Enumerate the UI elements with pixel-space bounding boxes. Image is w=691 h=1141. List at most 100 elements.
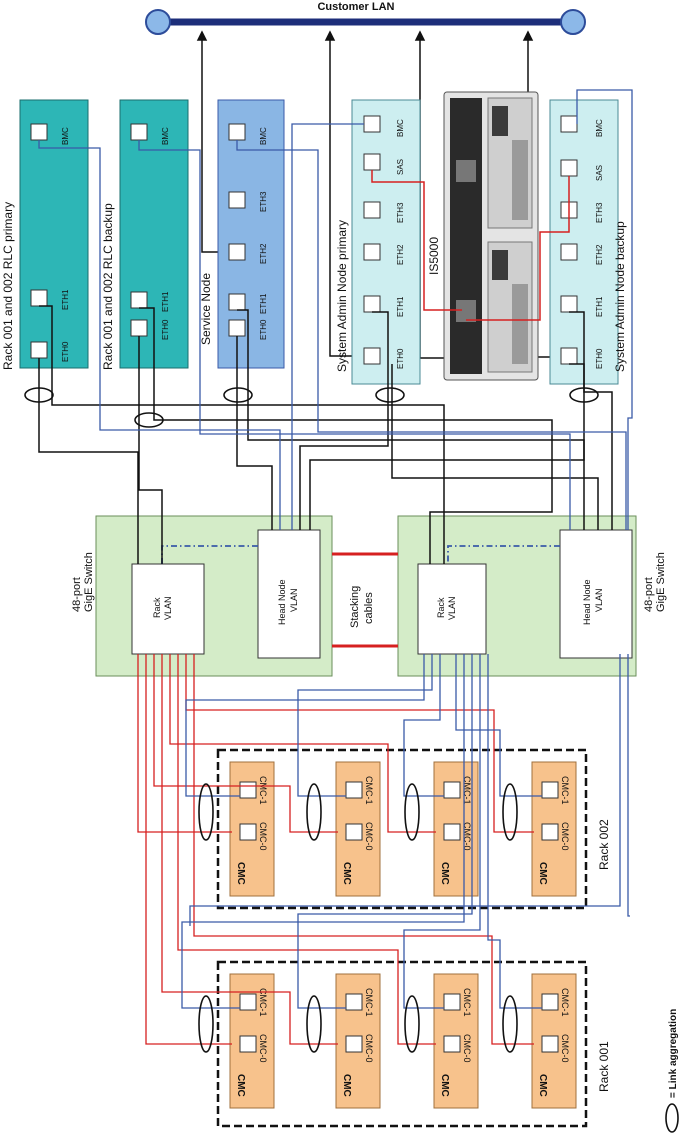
port-eth3 [364, 202, 380, 218]
cmc-1-label: CMC-1 [258, 776, 268, 805]
port-sas [561, 160, 577, 176]
vlan-label: Rack [436, 597, 446, 618]
port-label: ETH1 [61, 289, 70, 310]
port-eth0 [561, 348, 577, 364]
node-title: Rack 001 and 002 RLC backup [101, 203, 115, 370]
cmc-0-port [346, 1036, 362, 1052]
port-label: ETH0 [259, 319, 268, 340]
cmc-unit: CMC-1CMC-0CMC [532, 762, 576, 896]
cmc-unit: CMC-1CMC-0CMC [336, 762, 380, 896]
node-rlc-primary: Rack 001 and 002 RLC primary BMC ETH1 ET… [1, 100, 88, 370]
cmc-1-label: CMC-1 [364, 776, 374, 805]
customer-lan: Customer LAN [146, 1, 585, 34]
vlan-label: VLAN [594, 588, 604, 612]
cmc-label: CMC [537, 1074, 548, 1097]
cmc-0-label: CMC-0 [560, 822, 570, 851]
cmc-1-label: CMC-1 [560, 776, 570, 805]
port-eth2 [561, 244, 577, 260]
cmc-0-port [444, 824, 460, 840]
vlan-label: Rack [152, 597, 162, 618]
vlan-label: VLAN [289, 588, 299, 612]
port-label: ETH2 [396, 244, 405, 265]
port-label: ETH0 [161, 319, 170, 340]
vlan-label: Head Node [277, 579, 287, 625]
cmc-layer: CMC-1CMC-0CMCCMC-1CMC-0CMCCMC-1CMC-0CMCC… [230, 762, 576, 1108]
port-sas [364, 154, 380, 170]
stacking-cables: Stacking cables [332, 554, 398, 646]
cmc-0-port [346, 824, 362, 840]
cmc-unit: CMC-1CMC-0CMC [230, 762, 274, 896]
switch-title: GigE Switch [655, 552, 667, 612]
port-label: BMC [396, 119, 405, 137]
cmc-1-port [542, 782, 558, 798]
cmc-0-port [542, 824, 558, 840]
vlan-label: Head Node [582, 579, 592, 625]
port-label: ETH2 [595, 244, 604, 265]
cmc-1-port [444, 782, 460, 798]
port-eth0 [31, 342, 47, 358]
cmc-0-label: CMC-0 [560, 1034, 570, 1063]
port-eth3 [229, 192, 245, 208]
port-label: ETH1 [259, 293, 268, 314]
cmc-1-port [346, 782, 362, 798]
storage-is5000: IS5000 [427, 92, 538, 380]
node-title: Service Node [199, 273, 213, 345]
vlan-label: VLAN [163, 596, 173, 620]
lan-end-left [146, 10, 170, 34]
cmc-label: CMC [341, 1074, 352, 1097]
cmc-1-port [542, 994, 558, 1010]
switch-title: 48-port [71, 577, 83, 612]
node-title: System Admin Node backup [613, 221, 627, 372]
port-eth2 [229, 244, 245, 260]
lan-end-right [561, 10, 585, 34]
node-title: System Admin Node primary [335, 220, 349, 372]
port-bmc [229, 124, 245, 140]
port-label: ETH0 [396, 348, 405, 369]
cmc-0-label: CMC-0 [258, 1034, 268, 1063]
cmc-label: CMC [341, 862, 352, 885]
node-title: Rack 001 and 002 RLC primary [1, 202, 15, 370]
cmc-label: CMC [235, 862, 246, 885]
port-eth0 [229, 320, 245, 336]
cmc-0-port [444, 1036, 460, 1052]
rack-label: Rack 002 [597, 819, 611, 870]
rack-label: Rack 001 [597, 1041, 611, 1092]
port-eth1 [229, 294, 245, 310]
cmc-unit: CMC-1CMC-0CMC [230, 974, 274, 1108]
port-eth2 [364, 244, 380, 260]
port-label: BMC [595, 119, 604, 137]
node-admin-primary: System Admin Node primary BMC SAS ETH3 E… [335, 100, 420, 384]
port-eth1 [31, 290, 47, 306]
switch-left: 48-port GigE Switch Rack VLAN Head Node … [71, 516, 332, 676]
port-eth1 [364, 296, 380, 312]
cmc-0-label: CMC-0 [462, 1034, 472, 1063]
cmc-label: CMC [439, 1074, 450, 1097]
storage-label: IS5000 [427, 237, 441, 275]
node-service: Service Node BMC ETH3 ETH2 ETH1 ETH0 [199, 100, 284, 368]
cmc-label: CMC [537, 862, 548, 885]
port-eth0 [364, 348, 380, 364]
cmc-0-port [542, 1036, 558, 1052]
legend-text: = Link aggregation [668, 1009, 679, 1098]
port-label: ETH1 [595, 296, 604, 317]
port-label: ETH3 [396, 202, 405, 223]
port-label: ETH3 [259, 191, 268, 212]
link-aggregation-nodes [25, 388, 598, 427]
lan-title: Customer LAN [317, 1, 394, 13]
cmc-0-port [240, 1036, 256, 1052]
switch-title: 48-port [643, 577, 655, 612]
legend-ellipse-icon [666, 1104, 678, 1132]
cmc-0-port [240, 824, 256, 840]
port-bmc [131, 124, 147, 140]
cmc-1-label: CMC-1 [364, 988, 374, 1017]
port-bmc [364, 116, 380, 132]
port-eth1 [131, 292, 147, 308]
port-label: BMC [161, 127, 170, 145]
stacking-label: Stacking [349, 586, 361, 628]
port-label: ETH0 [595, 348, 604, 369]
cmc-1-port [240, 994, 256, 1010]
